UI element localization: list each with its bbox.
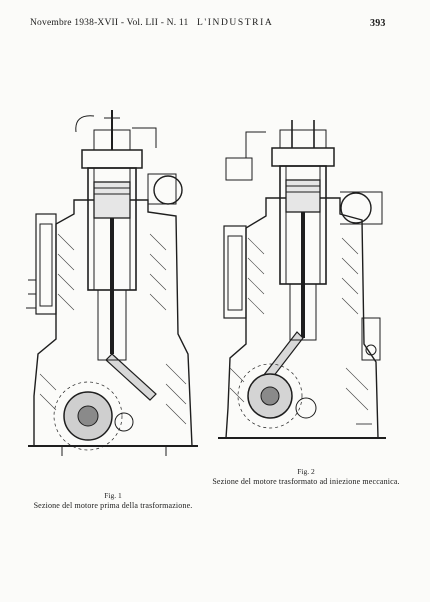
figure-2-number: Fig. 2 xyxy=(297,467,315,476)
figure-1-engine-section xyxy=(26,110,198,456)
issue-header: Novembre 1938-XVII - Vol. LII - N. 11 xyxy=(30,18,189,28)
figure-1-caption-text: Sezione del motore prima della trasforma… xyxy=(33,501,193,510)
figure-2-caption: Fig. 2 Sezione del motore trasformato ad… xyxy=(206,467,406,486)
figure-1-number: Fig. 1 xyxy=(104,491,122,500)
figure-2-caption-text: Sezione del motore trasformato ad iniezi… xyxy=(212,477,400,486)
figure-1-caption: Fig. 1 Sezione del motore prima della tr… xyxy=(18,491,208,510)
journal-title: L'INDUSTRIA xyxy=(197,18,274,28)
page-number: 393 xyxy=(370,18,386,29)
figure-2-engine-section xyxy=(218,120,386,439)
